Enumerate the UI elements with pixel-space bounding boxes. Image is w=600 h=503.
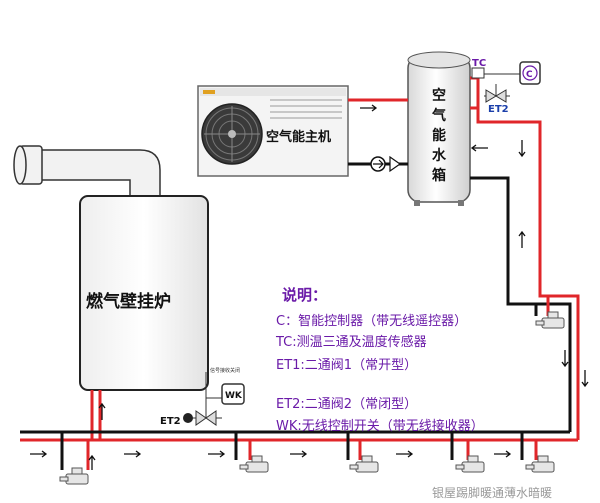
hot-riser-pipe: [476, 108, 580, 440]
water-tank-label: 空气能水箱: [431, 87, 447, 184]
water-tank-char: 空: [432, 87, 446, 104]
water-tank-char: 水: [432, 147, 447, 164]
controller-c-label: C: [526, 70, 533, 80]
legend-item-c: C：智能控制器（带无线遥控器）: [276, 314, 468, 329]
controller-c: [519, 61, 541, 85]
wk-switch: [221, 383, 245, 405]
legend-title: 说明：: [282, 286, 328, 304]
legend-item-et1: ET1:二通阀1（常开型）: [276, 358, 418, 373]
gas-boiler: [79, 195, 209, 391]
heat-pump-label: 空气能主机: [266, 129, 331, 145]
water-tank: [407, 51, 471, 206]
flue-pipe: [13, 145, 161, 201]
water-tank-char: 箱: [432, 167, 446, 184]
flow-arrows: [30, 104, 589, 470]
gas-boiler-label: 燃气壁挂炉: [86, 291, 171, 312]
cold-riser-pipe: [470, 176, 572, 432]
watermark-text: 银屋踢脚暖通薄水暗暖: [432, 486, 553, 500]
et2-top-label: ET2: [488, 104, 509, 115]
valve-et2-top: [484, 84, 510, 103]
legend-item-wk: WK:无线控制开关（带无线接收器）: [276, 419, 484, 434]
et2-bottom-label: ET2: [160, 416, 181, 427]
water-tank-char: 气: [431, 107, 446, 124]
wk-label: WK: [225, 391, 243, 401]
pump-icon: [370, 155, 402, 173]
tc-label: TC: [472, 58, 486, 69]
valve-et2-bottom: [183, 372, 222, 426]
legend-item-et2: ET2:二通阀2（常闭型）: [276, 397, 418, 412]
water-tank-char: 能: [432, 127, 446, 144]
faucet-icons: [59, 311, 565, 485]
tc-sensor: [470, 67, 520, 110]
receiver-note: 信号接收关闭: [210, 367, 240, 374]
legend-item-tc: TC:测温三通及温度传感器: [276, 335, 427, 350]
heat-pump-unit: [197, 85, 349, 177]
faucet-drops: [60, 296, 550, 470]
